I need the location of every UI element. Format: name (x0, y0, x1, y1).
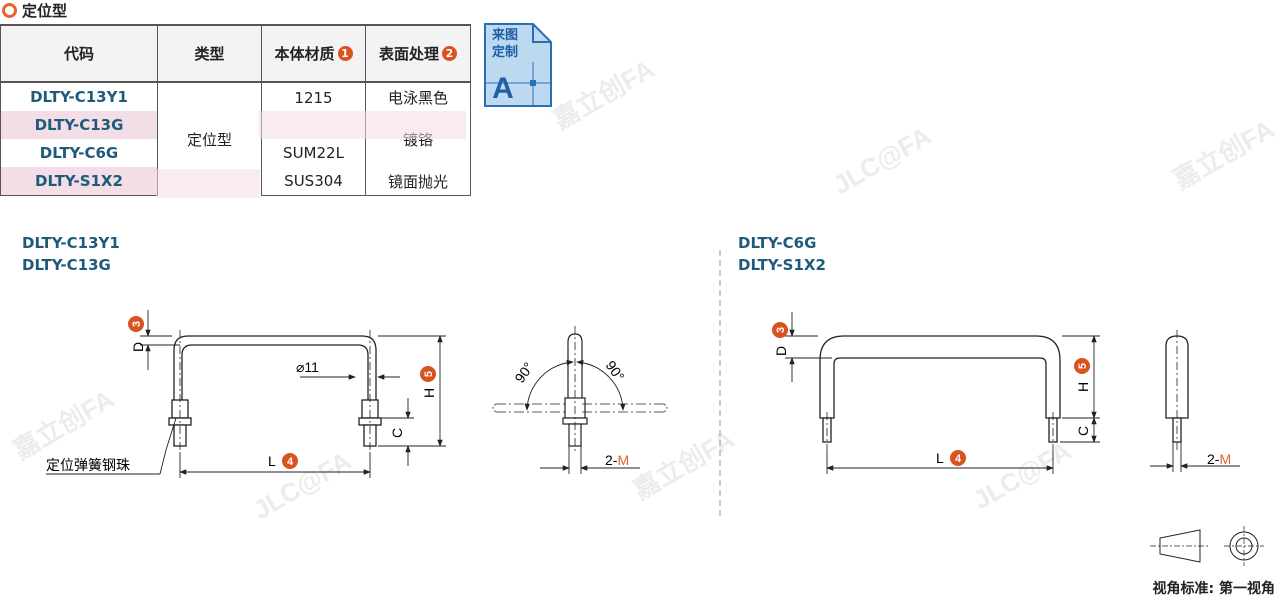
dim-H: H (1075, 382, 1091, 392)
section-title-text: 定位型 (22, 1, 68, 20)
watermark-brand: 嘉立创FA (628, 423, 740, 505)
dim-D: D (130, 342, 146, 352)
badge-3-text: 3 (775, 327, 787, 333)
header-finish-label: 表面处理 (378, 45, 439, 63)
section-title: 定位型 (2, 0, 67, 20)
badge-5 (1074, 358, 1090, 374)
angle-right: 90° (603, 358, 628, 385)
badge-4 (950, 450, 966, 466)
left-side-view (492, 326, 668, 452)
callout-ball-plunger: 定位弹簧钢珠 (46, 457, 130, 473)
badge-3 (772, 322, 788, 338)
finish-cell: 镜面抛光 (365, 167, 471, 196)
watermark-brand: 嘉立创FA (1168, 113, 1279, 195)
dim-D: D (773, 346, 789, 356)
ring-icon (2, 2, 17, 18)
dim-C: C (389, 428, 405, 438)
badge-5 (420, 366, 436, 382)
right-models: DLTY-C6G DLTY-S1X2 (738, 232, 826, 276)
code-cell: DLTY-C13Y1 (0, 82, 158, 111)
watermark-brand: 嘉立创FA (8, 383, 120, 465)
badge-line1: 来图 (491, 27, 518, 42)
watermark-logo: JLC@FA (248, 445, 356, 525)
code-cell: DLTY-C6G (0, 139, 158, 167)
left-front-view (168, 330, 382, 452)
header-code: 代码 (0, 24, 158, 83)
finish-cell: 电泳黑色 (365, 82, 471, 111)
dim-C: C (1075, 426, 1091, 436)
watermark-logo: JLC@FA (828, 120, 936, 200)
badge-2: 2 (442, 46, 457, 61)
code-cell: DLTY-C13G (0, 111, 158, 139)
badge-letter: A (492, 72, 514, 105)
table-row: DLTY-S1X2 SUS304 镜面抛光 (0, 167, 471, 196)
thread-label: 2-M (1207, 451, 1231, 467)
dim-L: L (268, 453, 276, 469)
model-label: DLTY-S1X2 (738, 256, 826, 274)
badge-5-text: 5 (423, 371, 435, 377)
watermark: 嘉立创FA JLC@FA 嘉立创FA 嘉立创FA JLC@FA 嘉立创FA JL… (8, 53, 1279, 525)
custom-drawing-icon: 来图 定制 A (484, 23, 552, 107)
dim-L: L (936, 450, 944, 466)
badge-1: 1 (337, 46, 353, 61)
model-label: DLTY-C6G (738, 234, 817, 252)
left-models: DLTY-C13Y1 DLTY-C13G (22, 232, 120, 276)
right-side-view (1165, 330, 1189, 450)
first-angle-projection-icon (1150, 526, 1264, 566)
watermark-logo: JLC@FA (968, 435, 1076, 515)
watermark-brand: 嘉立创FA (548, 53, 660, 135)
thread-label: 2-M (605, 452, 629, 468)
dim-diameter: ⌀11 (296, 359, 319, 375)
material-cell: SUS304 (261, 167, 366, 196)
badge-3 (128, 316, 144, 332)
model-label: DLTY-C13Y1 (22, 234, 120, 252)
badge-4 (282, 453, 298, 469)
table-row: DLTY-C6G SUM22L (0, 139, 471, 167)
badge-4-text: 4 (287, 456, 294, 468)
material-cell-sum22l: SUM22L (261, 139, 366, 167)
right-front-view (819, 335, 1061, 450)
code-cell: DLTY-S1X2 (0, 167, 158, 196)
angle-left: 90° (511, 359, 536, 386)
model-label: DLTY-C13G (22, 256, 111, 274)
badge-line2: 定制 (491, 44, 518, 59)
projection-standard: 视角标准: 第一视角 (1152, 581, 1275, 597)
header-material-label: 本体材质 (274, 45, 335, 63)
dim-H: H (421, 388, 437, 398)
badge-3-text: 3 (131, 321, 143, 327)
badge-5-text: 5 (1077, 363, 1089, 369)
header-type: 类型 (157, 24, 262, 83)
badge-4-text: 4 (955, 453, 962, 465)
